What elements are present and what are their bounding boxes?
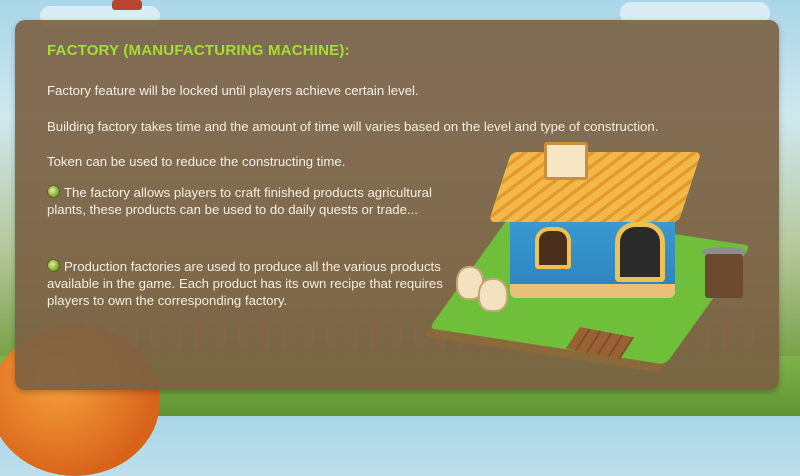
factory-door xyxy=(615,222,665,282)
grill-pan xyxy=(702,247,746,257)
flour-sack-icon xyxy=(478,278,508,312)
bullet-item-production: Production factories are used to produce… xyxy=(47,258,452,309)
bullet-item-craft: The factory allows players to craft fini… xyxy=(47,184,452,218)
panel-title: FACTORY (MANUFACTURING MACHINE): xyxy=(47,42,350,59)
paragraph-build-time: Building factory takes time and the amou… xyxy=(47,119,659,134)
factory-roof xyxy=(488,152,702,222)
oven-window xyxy=(535,227,571,269)
factory-building-illustration xyxy=(429,132,760,372)
biplane-decoration xyxy=(112,0,142,10)
bullet-text: The factory allows players to craft fini… xyxy=(47,185,432,217)
sprout-badge-icon xyxy=(47,259,60,272)
grill-stand xyxy=(705,254,743,298)
cloud xyxy=(620,2,770,24)
paragraph-locked-feature: Factory feature will be locked until pla… xyxy=(47,83,419,98)
sprout-badge-icon xyxy=(47,185,60,198)
paragraph-token: Token can be used to reduce the construc… xyxy=(47,154,346,169)
chimney xyxy=(544,142,588,180)
bullet-text: Production factories are used to produce… xyxy=(47,259,443,308)
